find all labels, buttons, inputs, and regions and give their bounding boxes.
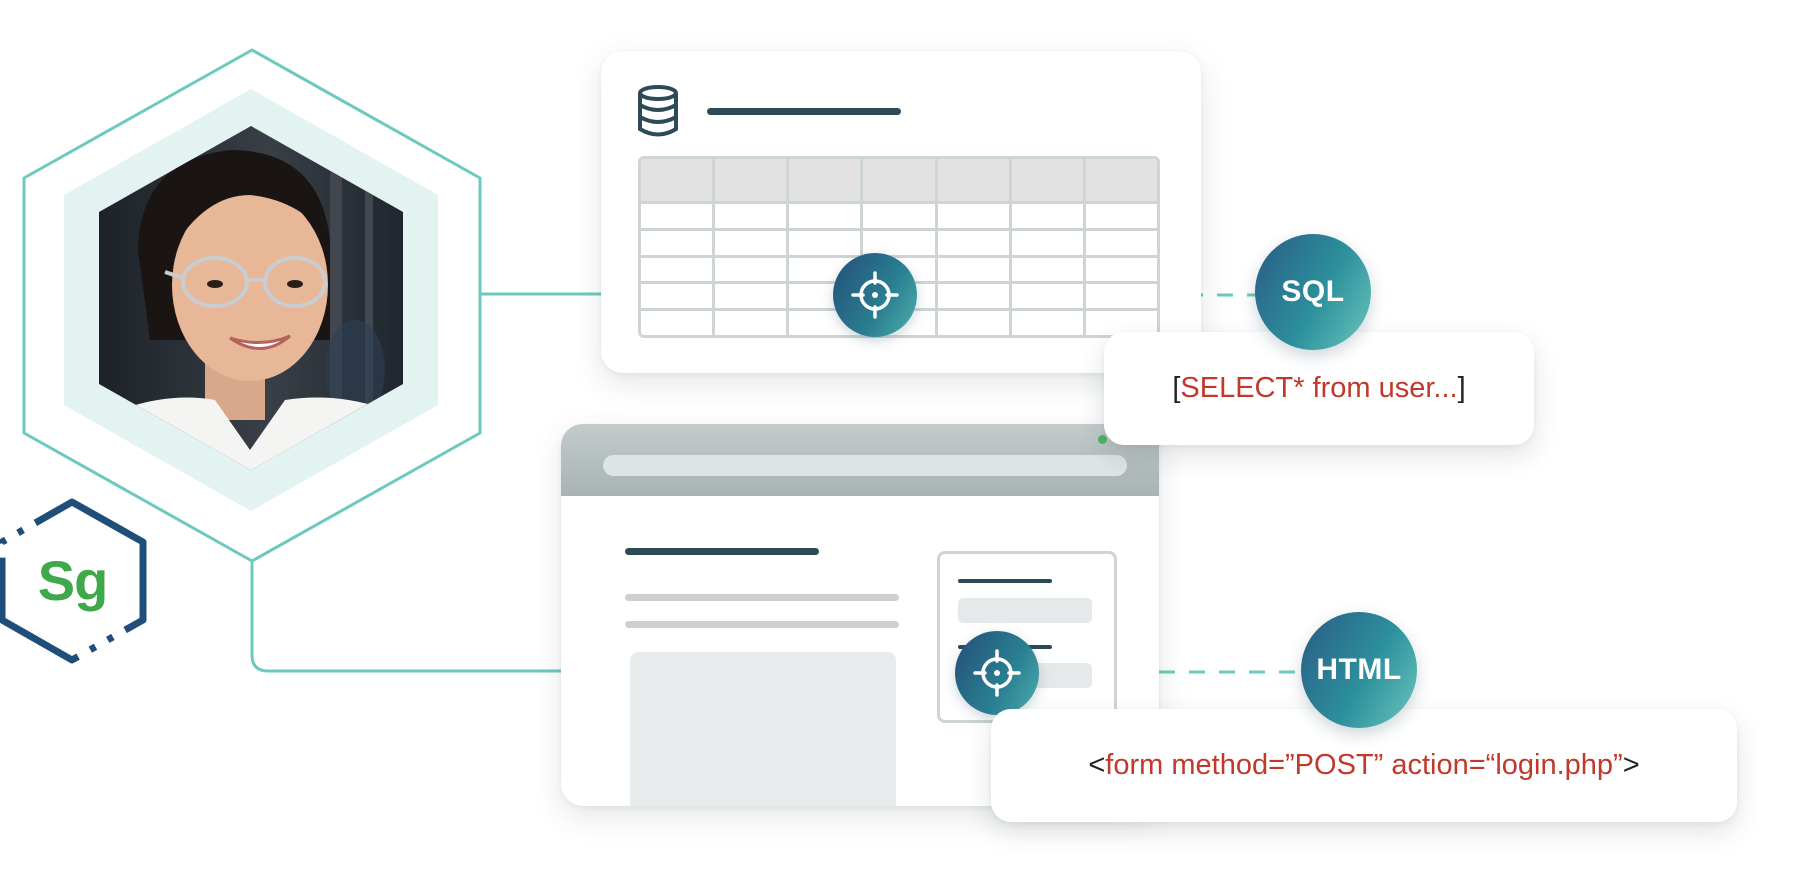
crosshair-icon [955, 631, 1039, 715]
html-badge: HTML [1301, 612, 1417, 728]
logo-text: Sg [37, 548, 109, 612]
html-code-snippet: <form method=”POST” action=“login.php”> [991, 709, 1737, 822]
sql-badge: SQL [1255, 234, 1371, 350]
crosshair-icon [833, 253, 917, 337]
html-form-text: form method=”POST” action=“login.php” [1105, 749, 1623, 781]
code-open-bracket: < [1088, 749, 1106, 781]
connector-html-solid [250, 561, 997, 673]
code-close-bracket: ] [1457, 372, 1466, 404]
page-title-placeholder [625, 548, 819, 555]
person-photo [99, 126, 403, 470]
text-line-placeholder [625, 621, 899, 628]
code-close-bracket: > [1622, 749, 1640, 781]
sql-query-text: SELECT* from user... [1180, 372, 1458, 404]
form-input-placeholder [958, 598, 1092, 623]
image-placeholder [630, 652, 896, 806]
browser-status-dot [1098, 435, 1107, 444]
database-icon [638, 85, 678, 137]
code-open-bracket: [ [1172, 372, 1181, 404]
database-title-placeholder [707, 108, 901, 115]
sql-code-snippet: [SELECT* from user...] [1104, 332, 1534, 445]
hexagon-logo [0, 498, 147, 664]
browser-address-bar [603, 455, 1127, 476]
text-line-placeholder [625, 594, 899, 601]
form-label-placeholder [958, 579, 1052, 583]
